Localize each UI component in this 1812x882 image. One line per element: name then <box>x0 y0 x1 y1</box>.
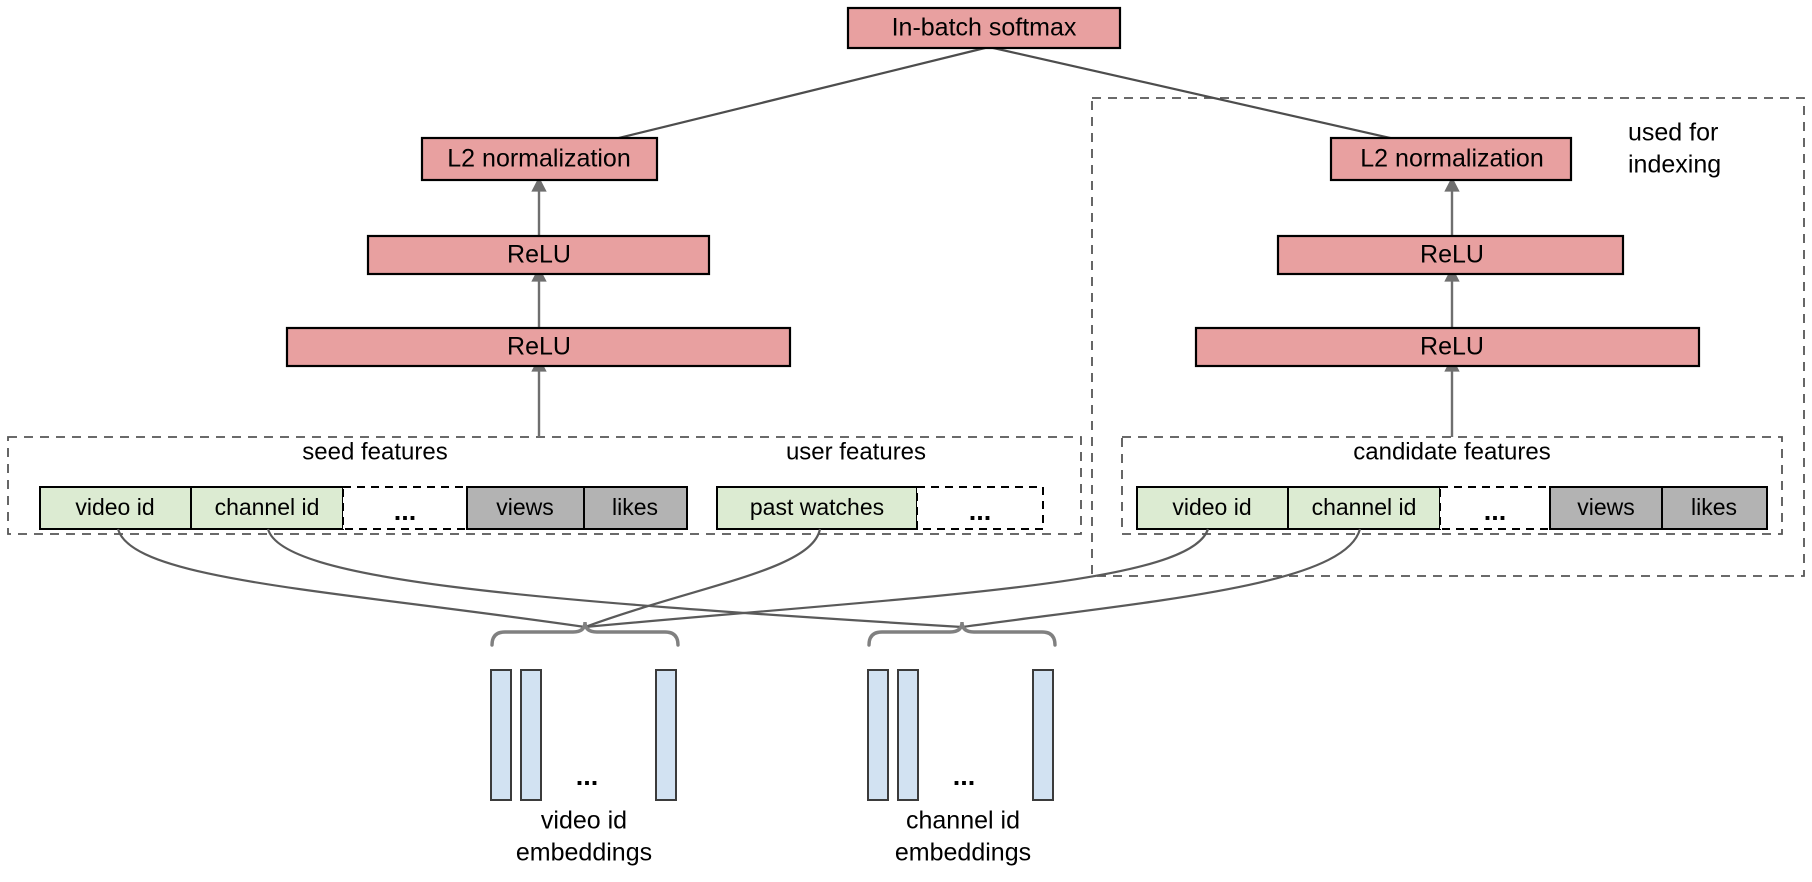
query-relu-upper-label: ReLU <box>507 241 571 269</box>
channel-id-embeddings-brace <box>867 621 1057 647</box>
feature-cell-video-id-label: video id <box>75 494 154 520</box>
candidate-cell-ellipsis-label: ... <box>1484 496 1507 526</box>
candidate-relu-lower-box: ReLU <box>1194 326 1701 368</box>
seed-features-label: seed features <box>302 438 447 465</box>
candidate-relu-lower-label: ReLU <box>1420 333 1484 361</box>
in-batch-softmax-label: In-batch softmax <box>892 14 1077 42</box>
embedding-bar <box>655 669 677 801</box>
softmax-to-towers-connector <box>561 45 1453 154</box>
candidate-relu-upper-label: ReLU <box>1420 241 1484 269</box>
candidate-features-label: candidate features <box>1353 438 1550 465</box>
seed-user-features-dashed-region <box>7 436 1082 535</box>
candidate-features-dashed-region <box>1121 436 1783 535</box>
video-id-embeddings-ellipsis: ... <box>576 761 599 791</box>
candidate-cell-channel-id-label: channel id <box>1312 494 1417 520</box>
channel-id-embeddings-label-line1: channel id <box>906 807 1020 835</box>
candidate-relu-upper-box: ReLU <box>1276 234 1625 276</box>
user-feature-cells: past watches ... <box>716 486 1044 530</box>
feature-cell-likes[interactable] <box>583 486 688 530</box>
video-id-embeddings-brace <box>490 621 680 647</box>
user-features-group-label: user features <box>786 438 926 465</box>
query-relu-lower-box: ReLU <box>285 326 792 368</box>
query-relu-lower-label: ReLU <box>507 333 571 361</box>
user-features-label: user features <box>786 438 926 465</box>
candidate-cell-video-id-label: video id <box>1172 494 1251 520</box>
candidate-cell-likes[interactable] <box>1661 486 1768 530</box>
feature-cell-views[interactable] <box>466 486 585 530</box>
query-l2-label: L2 normalization <box>447 145 630 173</box>
candidate-cell-channel-id[interactable] <box>1287 486 1441 530</box>
feature-cell-past-watches-label: past watches <box>750 494 884 520</box>
used-for-indexing-line2: indexing <box>1628 151 1721 179</box>
embedding-bar <box>520 669 542 801</box>
used-for-indexing-line1: used for <box>1628 119 1718 147</box>
feature-cell-user-ellipsis-label: ... <box>969 496 992 526</box>
embedding-bar <box>1032 669 1054 801</box>
feature-cell-past-watches[interactable] <box>716 486 918 530</box>
query-relu-upper-box: ReLU <box>366 234 711 276</box>
candidate-cell-views-label: views <box>1577 494 1635 520</box>
feature-cell-channel-id-label: channel id <box>215 494 320 520</box>
channel-id-embeddings-label-line2: embeddings <box>895 839 1031 867</box>
candidate-cell-likes-label: likes <box>1691 494 1737 520</box>
embedding-bar <box>867 669 889 801</box>
video-id-embedding-bars: ... video id embeddings <box>490 669 677 867</box>
candidate-cell-views[interactable] <box>1549 486 1663 530</box>
feature-cell-likes-label: likes <box>612 494 658 520</box>
candidate-l2-label: L2 normalization <box>1360 145 1543 173</box>
seed-features-group-label: seed features <box>302 438 447 465</box>
video-id-embeddings-label-line2: embeddings <box>516 839 652 867</box>
candidate-l2-normalization-box: L2 normalization <box>1329 136 1573 182</box>
candidate-features-group-label: candidate features <box>1353 438 1550 465</box>
feature-cell-channel-id[interactable] <box>190 486 344 530</box>
candidate-cell-video-id[interactable] <box>1136 486 1289 530</box>
feature-cell-seed-ellipsis-label: ... <box>394 496 417 526</box>
in-batch-softmax-box: In-batch softmax <box>846 6 1122 50</box>
channel-id-embeddings-ellipsis: ... <box>953 761 976 791</box>
video-id-embeddings-label-line1: video id <box>541 807 627 835</box>
embedding-bar <box>897 669 919 801</box>
seed-feature-cells: video id channel id ... views likes <box>39 486 688 530</box>
channel-id-embedding-bars: ... channel id embeddings <box>867 669 1054 867</box>
candidate-feature-cells: video id channel id ... views likes <box>1136 486 1768 530</box>
query-l2-normalization-box: L2 normalization <box>420 136 659 182</box>
feature-to-embedding-curves <box>116 528 1362 629</box>
feature-cell-views-label: views <box>496 494 554 520</box>
feature-cell-user-ellipsis <box>916 486 1044 530</box>
candidate-tower-dashed-region <box>1091 97 1805 577</box>
embedding-bar <box>490 669 512 801</box>
used-for-indexing-annotation: used for indexing <box>1628 119 1721 179</box>
feature-cell-video-id[interactable] <box>39 486 192 530</box>
